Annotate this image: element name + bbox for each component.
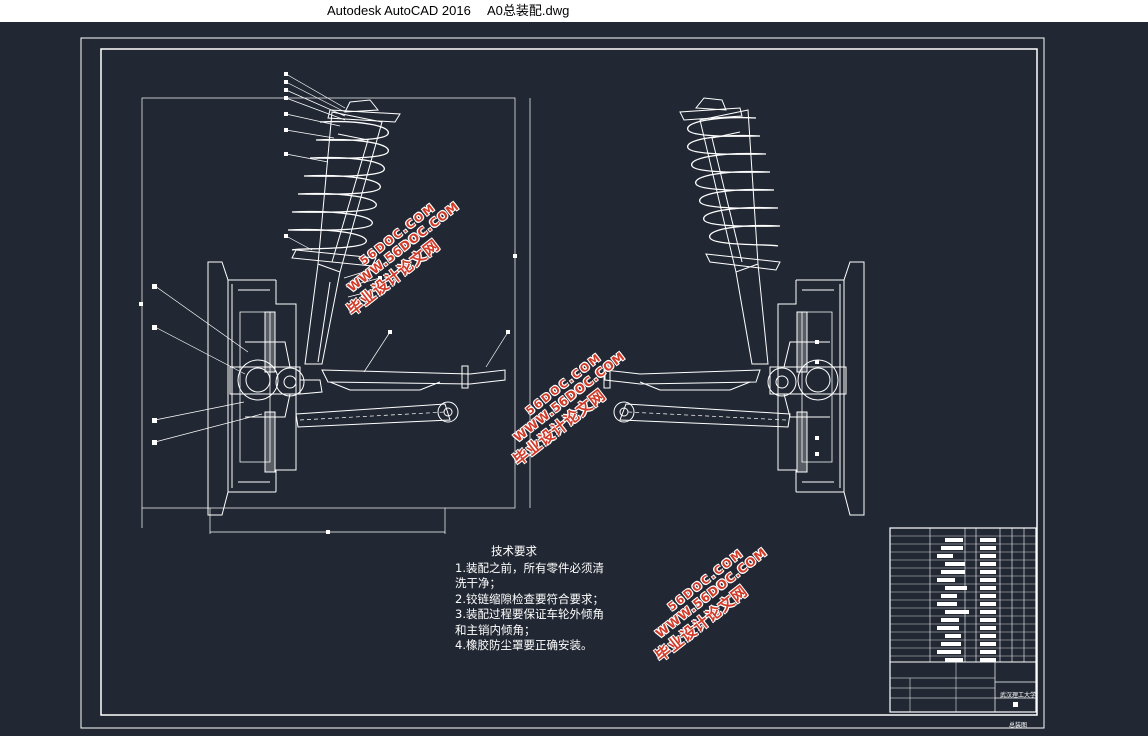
title-block bbox=[889, 527, 1037, 713]
parts-list-text bbox=[937, 578, 955, 582]
inner-border bbox=[100, 48, 1038, 716]
parts-list-text bbox=[945, 586, 967, 590]
app-title: Autodesk AutoCAD 2016 bbox=[327, 3, 471, 18]
parts-list-text bbox=[945, 658, 963, 662]
parts-list-text bbox=[980, 554, 996, 558]
parts-list-text bbox=[980, 546, 996, 550]
parts-list-text bbox=[980, 658, 996, 662]
drawing-canvas[interactable]: 技术要求 1.装配之前，所有零件必须清 洗干净； 2.铰链缩隙检查要符合要求； … bbox=[0, 22, 1148, 736]
parts-list-text bbox=[980, 586, 996, 590]
right-suspension bbox=[603, 97, 865, 516]
parts-list-text bbox=[980, 578, 996, 582]
parts-list-text bbox=[937, 554, 953, 558]
parts-list-text bbox=[941, 594, 957, 598]
notes-line: 1.装配之前，所有零件必须清 bbox=[455, 560, 604, 575]
technical-requirements: 技术要求 1.装配之前，所有零件必须清 洗干净； 2.铰链缩隙检查要符合要求； … bbox=[455, 544, 604, 654]
parts-list-text bbox=[945, 634, 961, 638]
title-block-drawing-name: 总装图 bbox=[1008, 722, 1027, 729]
parts-list-text bbox=[980, 570, 996, 574]
parts-list-text bbox=[945, 610, 969, 614]
parts-list-text bbox=[980, 626, 996, 630]
file-name: A0总装配.dwg bbox=[487, 3, 570, 18]
parts-list-text bbox=[980, 650, 996, 654]
parts-list-text bbox=[980, 618, 996, 622]
parts-list-text bbox=[937, 602, 957, 606]
parts-list-text bbox=[945, 538, 963, 542]
parts-list-text bbox=[941, 570, 965, 574]
parts-list-text bbox=[941, 618, 959, 622]
parts-list-text bbox=[941, 546, 963, 550]
title-block-school: 武汉理工大学 bbox=[999, 692, 1036, 699]
notes-line: 和主销内倾角； bbox=[455, 622, 536, 637]
assembly-drawing[interactable] bbox=[0, 22, 1148, 736]
parts-list-text bbox=[980, 642, 996, 646]
parts-list-text bbox=[980, 610, 996, 614]
parts-list-text bbox=[980, 538, 996, 542]
notes-title: 技术要求 bbox=[491, 544, 537, 558]
notes-line: 洗干净； bbox=[455, 576, 501, 590]
notes-line: 2.铰链缩隙检查要符合要求； bbox=[455, 591, 604, 606]
parts-list-text bbox=[945, 562, 965, 566]
notes-line: 4.橡胶防尘罩要正确安装。 bbox=[455, 638, 593, 652]
left-suspension bbox=[139, 72, 531, 534]
parts-list-text bbox=[980, 562, 996, 566]
outer-border bbox=[80, 37, 1045, 729]
parts-list-text bbox=[941, 642, 961, 646]
parts-list-text bbox=[980, 594, 996, 598]
parts-list-text bbox=[937, 626, 959, 630]
title-bar: Autodesk AutoCAD 2016 A0总装配.dwg bbox=[0, 0, 1148, 22]
parts-list-text bbox=[980, 634, 996, 638]
parts-list-text bbox=[937, 650, 961, 654]
notes-line: 3.装配过程要保证车轮外倾角 bbox=[455, 607, 604, 621]
parts-list-text bbox=[980, 602, 996, 606]
